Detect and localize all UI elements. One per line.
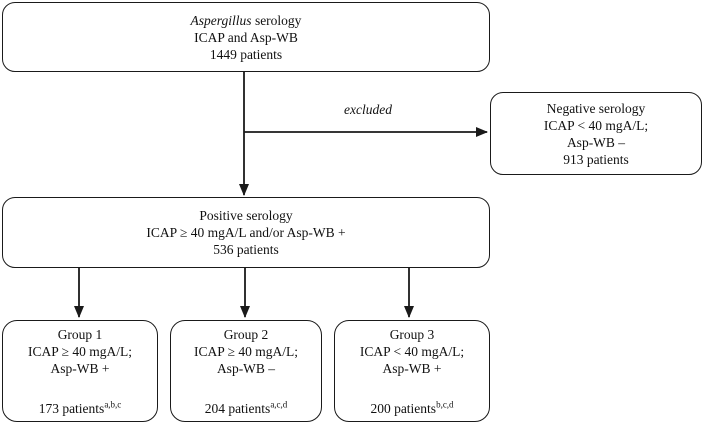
node-title-line: Negative serology <box>546 100 646 116</box>
group-patient-count: 200 patients <box>370 401 437 416</box>
node-negative-serology: Negative serology ICAP < 40 mgA/L; Asp-W… <box>490 92 702 175</box>
node-criteria-line: ICAP < 40 mgA/L; <box>543 117 649 133</box>
group-criteria-line: ICAP ≥ 40 mgA/L; <box>27 344 133 359</box>
excluded-edge-label: excluded <box>344 102 392 117</box>
node-group-2: Group 2 ICAP ≥ 40 mgA/L; Asp-WB – 204 pa… <box>170 320 322 422</box>
group-criteria-line: ICAP < 40 mgA/L; <box>359 344 465 359</box>
footnote-superscript: b,c,d <box>436 399 454 410</box>
group-criteria-line: Asp-WB + <box>50 361 110 376</box>
footnote-superscript: a,b,c <box>104 399 122 410</box>
node-title-rest: serology <box>251 12 302 28</box>
group-title: Group 1 <box>57 327 103 342</box>
group-title: Group 2 <box>223 327 269 342</box>
group-criteria-line: Asp-WB – <box>216 361 276 376</box>
node-positive-serology: Positive serology ICAP ≥ 40 mgA/L and/or… <box>2 197 490 268</box>
node-criteria-line: Asp-WB – <box>566 134 626 150</box>
group-patient-count: 173 patients <box>38 401 105 416</box>
group-count-line: 173 patientsa,b,c <box>3 400 157 417</box>
organism-name-italic: Aspergillus <box>190 12 252 28</box>
node-aspergillus-serology: Aspergillus serology ICAP and Asp-WB 144… <box>2 2 490 72</box>
group-title: Group 3 <box>389 327 435 342</box>
group-count-line: 200 patientsb,c,d <box>335 400 489 417</box>
node-count-line: 913 patients <box>563 151 629 167</box>
node-count-line: 1449 patients <box>209 46 283 62</box>
node-title-line: Aspergillus serology <box>3 12 489 29</box>
node-count-line: 536 patients <box>213 242 279 257</box>
group-criteria-line: ICAP ≥ 40 mgA/L; <box>193 344 299 359</box>
node-group-3: Group 3 ICAP < 40 mgA/L; Asp-WB + 200 pa… <box>334 320 490 422</box>
node-group-1: Group 1 ICAP ≥ 40 mgA/L; Asp-WB + 173 pa… <box>2 320 158 422</box>
group-patient-count: 204 patients <box>204 401 271 416</box>
node-tests-line: ICAP and Asp-WB <box>194 29 298 45</box>
node-criteria-line: ICAP ≥ 40 mgA/L and/or Asp-WB + <box>146 225 346 240</box>
node-title-line: Positive serology <box>199 208 293 223</box>
group-criteria-line: Asp-WB + <box>382 361 442 376</box>
group-count-line: 204 patientsa,c,d <box>171 400 321 417</box>
footnote-superscript: a,c,d <box>270 399 288 410</box>
